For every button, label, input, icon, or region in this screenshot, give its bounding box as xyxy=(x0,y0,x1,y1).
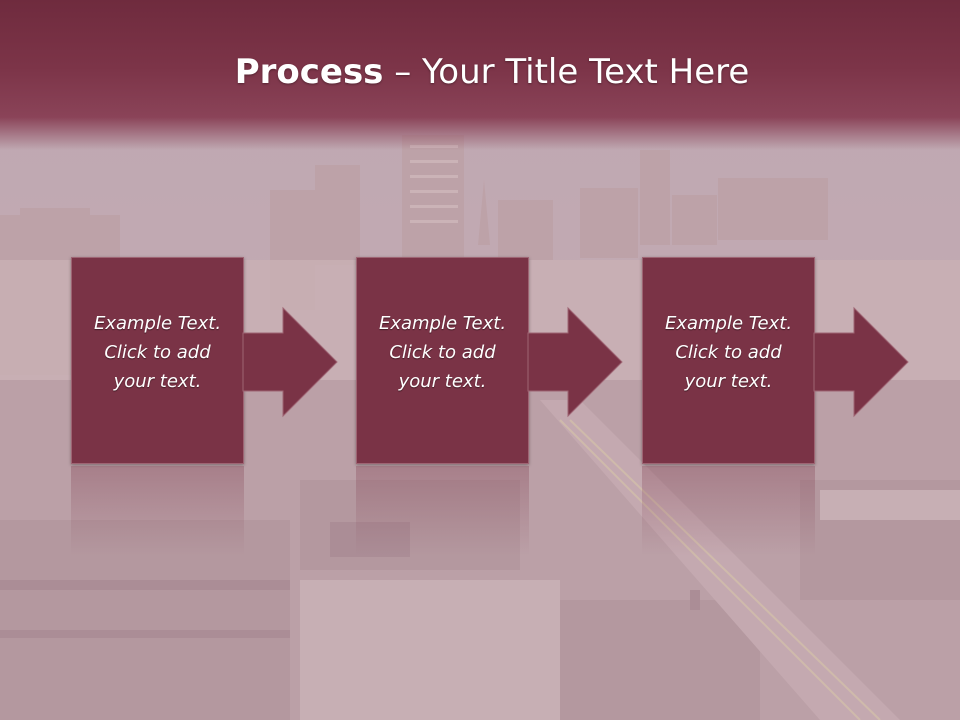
step-line: your text. xyxy=(113,371,202,392)
step-text-2[interactable]: Example Text. Click to add your text. xyxy=(363,309,523,396)
step-reflection xyxy=(642,466,815,556)
process-step-box-2[interactable]: Example Text. Click to add your text. xyxy=(356,257,529,464)
step-line: your text. xyxy=(398,371,487,392)
step-text-1[interactable]: Example Text. Click to add your text. xyxy=(78,309,238,396)
slide-title[interactable]: Process – Your Title Text Here xyxy=(0,52,960,92)
step-line: Click to add xyxy=(389,342,496,363)
arrow-right-icon[interactable] xyxy=(527,306,624,418)
title-bold-part: Process xyxy=(234,52,384,92)
title-band xyxy=(0,0,960,150)
step-line: Example Text. xyxy=(93,313,222,334)
step-line: Example Text. xyxy=(664,313,793,334)
arrow-right-icon[interactable] xyxy=(242,306,339,418)
step-reflection xyxy=(71,466,244,556)
step-line: Example Text. xyxy=(378,313,507,334)
process-step-box-3[interactable]: Example Text. Click to add your text. xyxy=(642,257,815,464)
title-rest-part: – Your Title Text Here xyxy=(383,52,750,92)
step-reflection xyxy=(356,466,529,556)
step-line: Click to add xyxy=(675,342,782,363)
step-text-3[interactable]: Example Text. Click to add your text. xyxy=(649,309,809,396)
step-line: Click to add xyxy=(104,342,211,363)
process-step-box-1[interactable]: Example Text. Click to add your text. xyxy=(71,257,244,464)
step-line: your text. xyxy=(684,371,773,392)
arrow-right-icon[interactable] xyxy=(813,306,910,418)
